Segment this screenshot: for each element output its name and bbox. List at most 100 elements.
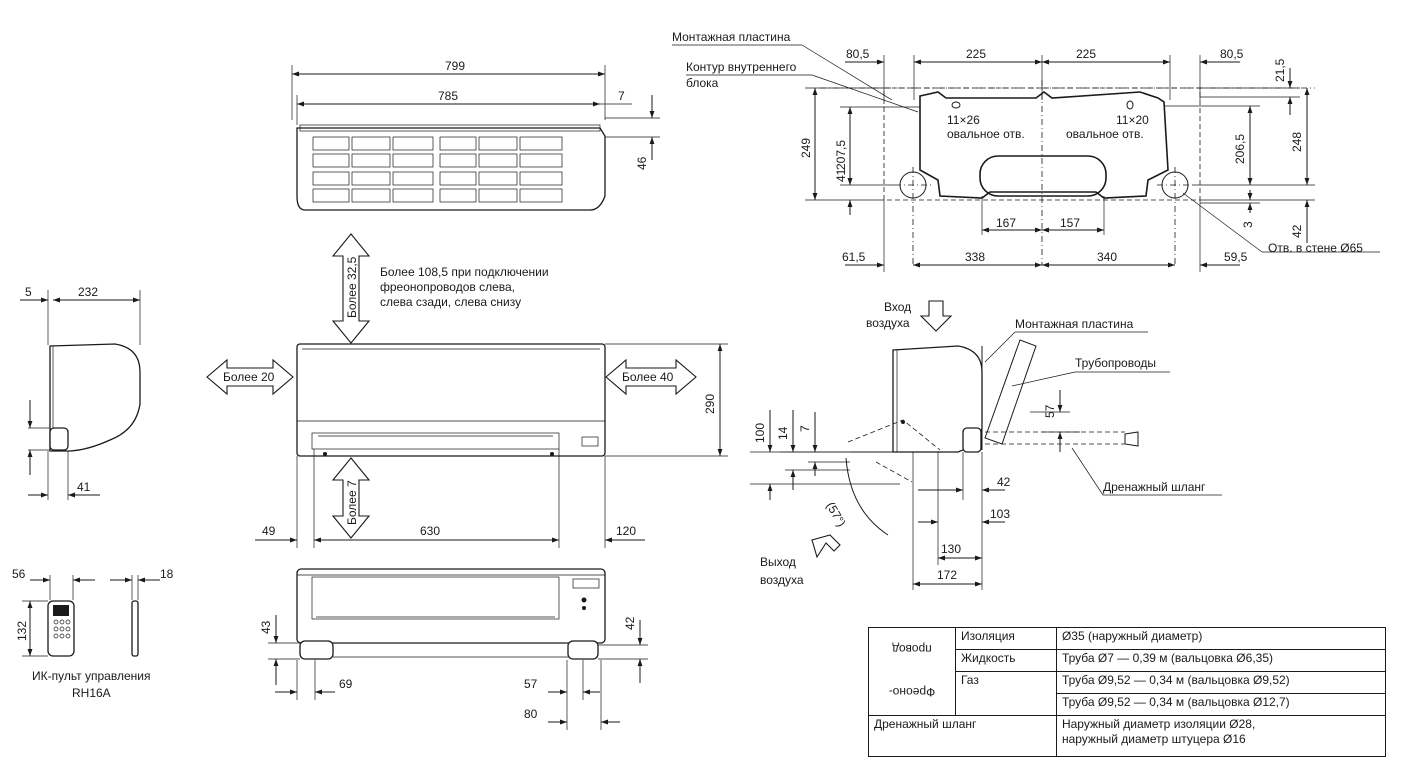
air-out-arrow [811, 534, 841, 559]
clearance-top-note-1: Более 108,5 при подключении [380, 265, 549, 279]
clearance-top-note-2: фреонопроводов слева, [380, 280, 515, 294]
install-dim-7: 7 [798, 425, 812, 432]
row-label-liquid: Жидкость [954, 649, 1057, 673]
row-value-liquid: Труба Ø7 — 0,39 м (вальцовка Ø6,35) [1055, 649, 1387, 673]
table-row: Дренажный шланг Наружный диаметр изоляци… [868, 715, 1387, 757]
remote-caption-2: RH16A [72, 686, 111, 700]
row-label-insulation: Изоляция [954, 626, 1057, 651]
drain-label: Дренажный шланг [1103, 480, 1206, 494]
top-dim-1: 80,5 [846, 47, 870, 61]
top-view-grille [312, 136, 563, 203]
bottom-dim-3: 340 [1097, 250, 1117, 264]
dim-290: 290 [703, 394, 717, 414]
dim-2065: 206,5 [1233, 134, 1247, 164]
remote-view: 56 18 132 ИК-пульт управления RH16A [12, 567, 174, 700]
top-dim-3: 225 [1076, 47, 1096, 61]
slot-right-1: 11×20 [1116, 113, 1149, 127]
refrigerant-group-label: Фреоно-провод [868, 626, 956, 717]
install-dim-172: 172 [937, 568, 957, 582]
table-row: Фреоно-провод Изоляция Ø35 (наружный диа… [868, 626, 1387, 717]
air-out-2: воздуха [760, 573, 804, 587]
slot-left-2: овальное отв. [947, 127, 1025, 141]
dim-46: 46 [635, 156, 649, 170]
air-in-2: воздуха [866, 316, 910, 330]
dim-42-bottom: 42 [623, 616, 637, 630]
install-dim-130: 130 [941, 542, 961, 556]
dim-41-side: 41 [77, 480, 91, 494]
top-dim-2: 225 [966, 47, 986, 61]
mounting-plate-view: Монтажная пластина Контур внутреннего бл… [672, 30, 1380, 272]
side-install-view: Вход воздуха Монтажная пластина Трубопро… [750, 300, 1222, 590]
clearance-left: Более 20 [223, 370, 275, 384]
clearance-right: Более 40 [622, 370, 674, 384]
spec-table: Фреоно-провод Изоляция Ø35 (наружный диа… [868, 626, 1387, 757]
row-value-gas-2: Труба Ø9,52 — 0,34 м (вальцовка Ø12,7) [1055, 693, 1387, 717]
dim-167: 167 [996, 216, 1016, 230]
table-row: Жидкость Труба Ø7 — 0,39 м (вальцовка Ø6… [869, 649, 1387, 673]
top-view: 799 785 7 46 [291, 59, 660, 211]
front-view: Более 32,5 Более 108,5 при подключении ф… [206, 233, 728, 548]
plate-label: Монтажная пластина [672, 30, 791, 44]
pipes-label: Трубопроводы [1075, 356, 1156, 370]
bottom-dim-2: 338 [965, 250, 985, 264]
bottom-dim-1: 61,5 [842, 250, 866, 264]
dim-132: 132 [15, 621, 29, 641]
side-view: 5 232 41 [20, 285, 141, 500]
slot-right-2: овальное отв. [1066, 127, 1144, 141]
air-in-arrow [919, 300, 953, 332]
dim-249: 249 [799, 138, 813, 158]
row-label-drain: Дренажный шланг [868, 715, 1057, 757]
install-dim-14: 14 [776, 426, 790, 440]
contour-label-2: блока [686, 76, 719, 90]
dim-785: 785 [438, 89, 458, 103]
dim-248: 248 [1290, 132, 1304, 152]
drain-value-1: Наружный диаметр изоляции Ø28, [1061, 717, 1256, 732]
bottom-view: 43 42 69 57 80 [259, 568, 648, 730]
drain-value-2: наружный диаметр штуцера Ø16 [1061, 732, 1246, 747]
install-dim-103: 103 [990, 507, 1010, 521]
row-value-drain: Наружный диаметр изоляции Ø28, наружный … [1055, 715, 1387, 757]
dim-7-top: 7 [618, 89, 625, 103]
dim-42-plate: 42 [1290, 224, 1304, 238]
top-dim-4: 80,5 [1220, 47, 1244, 61]
dim-69: 69 [339, 677, 353, 691]
dim-57-bottom: 57 [524, 677, 538, 691]
clearance-top: Более 32,5 [345, 256, 359, 318]
dim-120: 120 [616, 524, 636, 538]
install-plate-label: Монтажная пластина [1015, 317, 1134, 331]
dim-5: 5 [25, 285, 32, 299]
dim-232: 232 [78, 285, 98, 299]
bottom-dim-4: 59,5 [1224, 250, 1248, 264]
contour-label-1: Контур внутреннего [686, 60, 797, 74]
dim-49: 49 [262, 524, 276, 538]
air-out-1: Выход [760, 555, 796, 569]
clearance-right-arrow [605, 358, 697, 396]
air-in-1: Вход [884, 300, 911, 314]
clearance-top-note-3: слева сзади, слева снизу [380, 295, 521, 309]
clearance-bottom: Более 7 [345, 480, 359, 525]
dim-43: 43 [259, 620, 273, 634]
install-dim-42: 42 [997, 475, 1011, 489]
install-angle: (57°) [823, 500, 848, 530]
dim-80: 80 [524, 707, 538, 721]
table-row: Газ Труба Ø9,52 — 0,34 м (вальцовка Ø9,5… [869, 671, 1387, 717]
install-dim-57: 57 [1043, 404, 1057, 418]
dim-630: 630 [420, 524, 440, 538]
clearance-top-arrow [331, 233, 371, 344]
clearance-left-arrow [206, 358, 294, 396]
install-dim-100: 100 [753, 423, 767, 443]
row-value-insulation: Ø35 (наружный диаметр) [1055, 626, 1387, 651]
dim-2075: 207,5 [834, 140, 848, 170]
row-value-gas-1: Труба Ø9,52 — 0,34 м (вальцовка Ø9,52) [1055, 671, 1387, 695]
wall-hole-label: Отв. в стене Ø65 [1268, 241, 1363, 255]
dim-18: 18 [160, 567, 174, 581]
dim-3: 3 [1241, 221, 1255, 228]
dim-215: 21,5 [1273, 58, 1287, 82]
dim-56: 56 [12, 567, 26, 581]
slot-left-1: 11×26 [947, 113, 980, 127]
dim-41-plate: 41 [834, 168, 848, 182]
row-label-gas: Газ [954, 671, 1057, 717]
table-row: Труба Ø9,52 — 0,34 м (вальцовка Ø12,7) [869, 693, 1387, 717]
dim-157: 157 [1060, 216, 1080, 230]
